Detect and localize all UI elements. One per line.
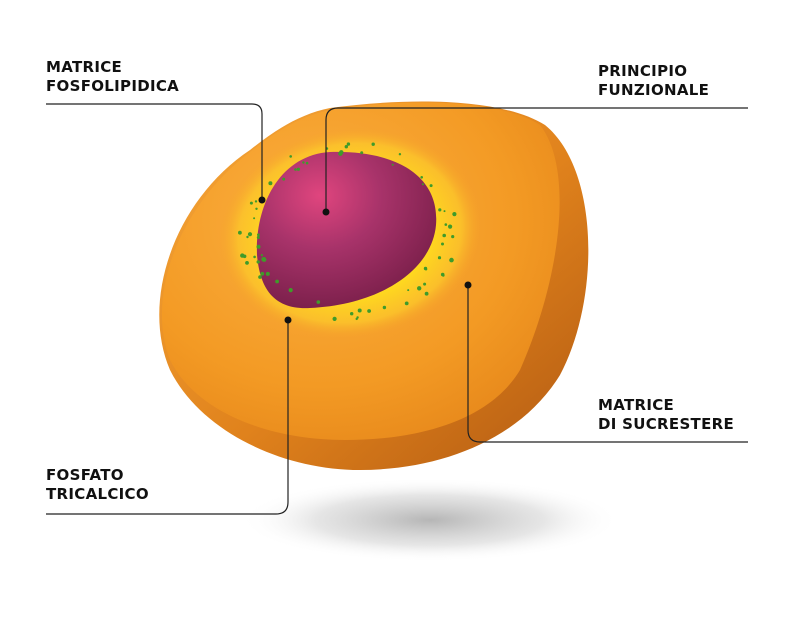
particle (294, 168, 297, 171)
particle (444, 223, 448, 226)
particle (256, 244, 261, 249)
particle (424, 291, 429, 296)
particle (245, 261, 249, 265)
particle (268, 181, 273, 186)
particle (282, 177, 286, 181)
ground-shadow (240, 478, 620, 562)
particle (451, 235, 455, 239)
label-line: TRICALCICO (46, 485, 149, 503)
particle (247, 232, 253, 237)
particle (275, 279, 279, 284)
particle (391, 163, 394, 166)
particle (260, 271, 265, 276)
particle (437, 256, 442, 260)
particle (256, 260, 260, 264)
particle (424, 268, 428, 271)
pointer-dot-principio-funzionale (322, 208, 330, 216)
particle (360, 151, 364, 155)
particle (346, 142, 351, 146)
particle (289, 155, 293, 158)
label-line: PRINCIPIO (598, 62, 688, 80)
pointer-dot-fosfato-tricalcico (284, 316, 292, 324)
pointer-dot-matrice-fosfolipidica (258, 196, 266, 204)
particle (256, 236, 260, 239)
particle (382, 305, 387, 310)
particle (257, 233, 260, 237)
particle (296, 167, 300, 171)
particle (253, 255, 256, 259)
leader-line-fosfato-tricalcico (46, 320, 289, 515)
label-line: FOSFOLIPIDICA (46, 77, 180, 95)
particle (316, 300, 321, 304)
label-principio-funzionale: PRINCIPIO FUNZIONALE (598, 62, 709, 100)
leader-line-matrice-sucrestere (467, 285, 748, 443)
particle (258, 275, 262, 279)
particle (443, 210, 446, 213)
label-line: MATRICE (46, 58, 123, 76)
particle (404, 301, 409, 306)
particle (420, 176, 424, 179)
particle (407, 289, 410, 292)
leader-lines (46, 103, 748, 515)
particle (421, 183, 424, 186)
pointer-dots (258, 196, 472, 324)
label-matrice-sucrestere: MATRICE DI SUCRESTERE (598, 396, 734, 434)
particle (302, 161, 305, 164)
particle (339, 150, 344, 155)
particle (305, 161, 309, 165)
particle (261, 257, 267, 262)
particle (355, 317, 358, 321)
particle (442, 274, 445, 277)
particle (246, 235, 249, 239)
label-line: FUNZIONALE (598, 81, 710, 99)
particle (350, 312, 354, 316)
label-line: DI SUCRESTERE (598, 415, 735, 433)
particle (253, 217, 256, 220)
particle (449, 225, 452, 229)
particle (441, 242, 444, 246)
particle (417, 286, 422, 291)
particle (371, 142, 375, 146)
label-fosfato-tricalcico: FOSFATO TRICALCICO (46, 466, 149, 504)
functional-core (256, 151, 437, 309)
particle (240, 253, 245, 258)
particle (438, 208, 442, 212)
particle (429, 184, 433, 188)
particle (288, 288, 293, 293)
particle (332, 316, 337, 321)
particle (442, 233, 447, 238)
leader-line-matrice-fosfolipidica (46, 103, 263, 200)
particle (344, 145, 348, 149)
particle (449, 257, 454, 263)
tricalcium-phosphate-particles (238, 142, 457, 321)
particle (265, 271, 270, 276)
particle (367, 309, 371, 313)
particle (238, 230, 242, 235)
particle (423, 282, 427, 286)
particle (254, 200, 258, 203)
particle (249, 201, 253, 205)
label-line: MATRICE (598, 396, 675, 414)
particle (260, 254, 263, 257)
particle (255, 207, 258, 210)
particle (398, 153, 402, 156)
leader-line-principio-funzionale (325, 107, 748, 212)
pointer-dot-matrice-sucrestere (464, 281, 472, 289)
particle (357, 308, 362, 313)
label-matrice-fosfolipidica: MATRICE FOSFOLIPIDICA (46, 58, 179, 96)
particle (452, 212, 457, 217)
label-line: FOSFATO (46, 466, 124, 484)
